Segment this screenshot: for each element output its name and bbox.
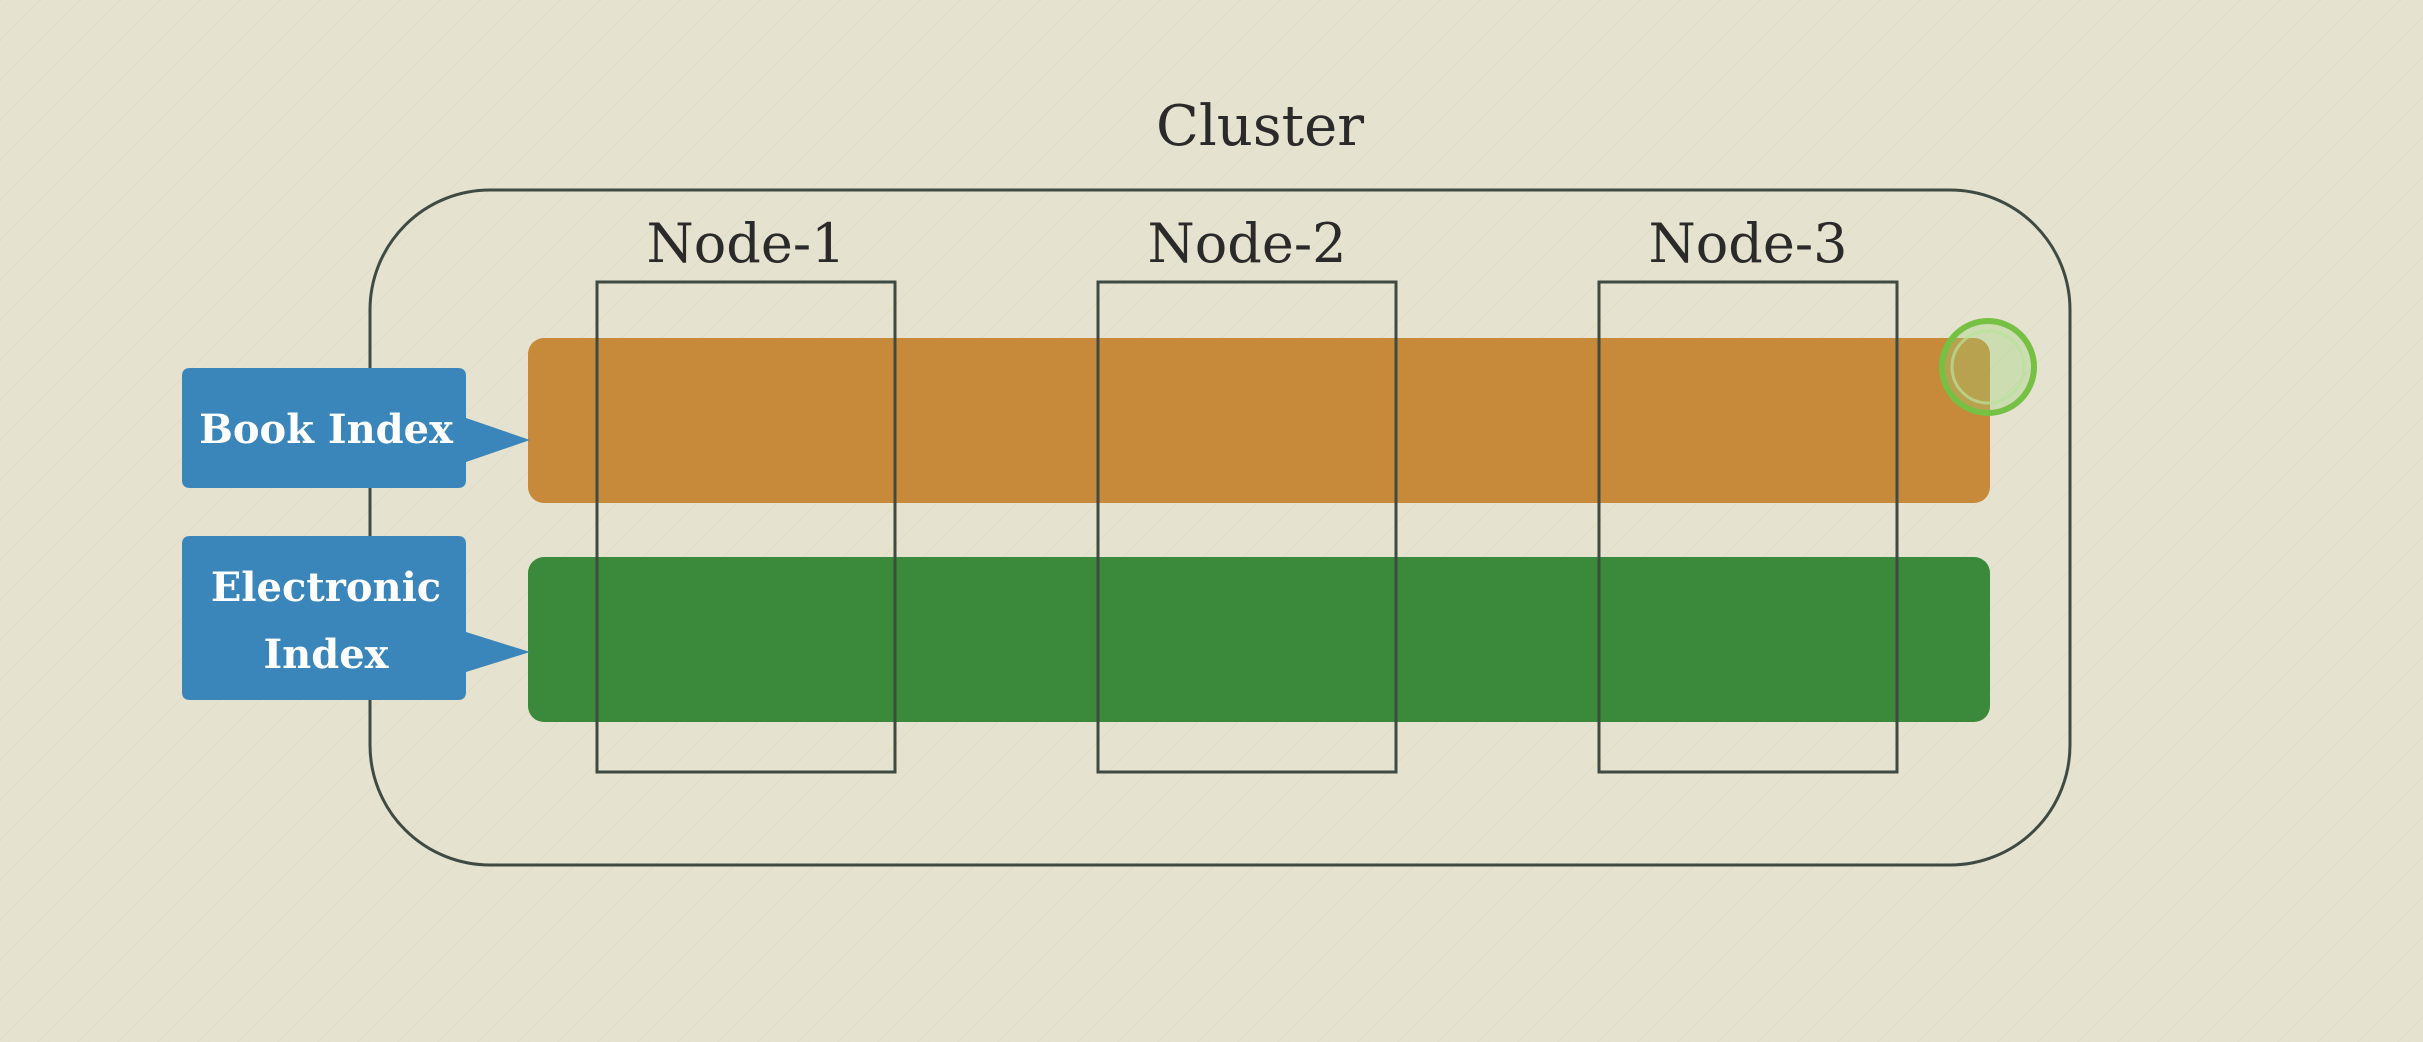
node-1-box[interactable] xyxy=(595,280,897,774)
book-index-callout: Book Index xyxy=(182,368,530,488)
electronic-index-callout: Electronic Index xyxy=(182,536,530,700)
electronic-index-label-line-2: Index xyxy=(263,631,389,678)
node-2-box[interactable] xyxy=(1096,280,1398,774)
book-index-callout-box xyxy=(182,368,530,488)
node-3-box[interactable] xyxy=(1597,280,1899,774)
book-index-label: Book Index xyxy=(199,406,454,453)
cluster-title: Cluster xyxy=(1156,94,1364,159)
circle-ring-icon xyxy=(1939,318,2037,416)
node-1-label: Node-1 xyxy=(647,212,846,275)
node-2-label: Node-2 xyxy=(1148,212,1347,275)
node-3-label: Node-3 xyxy=(1649,212,1848,275)
book-index-bar[interactable] xyxy=(528,338,1990,503)
cluster-boundary xyxy=(368,188,2072,867)
electronic-index-callout-box xyxy=(182,536,530,700)
electronic-index-bar[interactable] xyxy=(528,557,1990,722)
electronic-index-label-line-1: Electronic xyxy=(211,564,441,611)
